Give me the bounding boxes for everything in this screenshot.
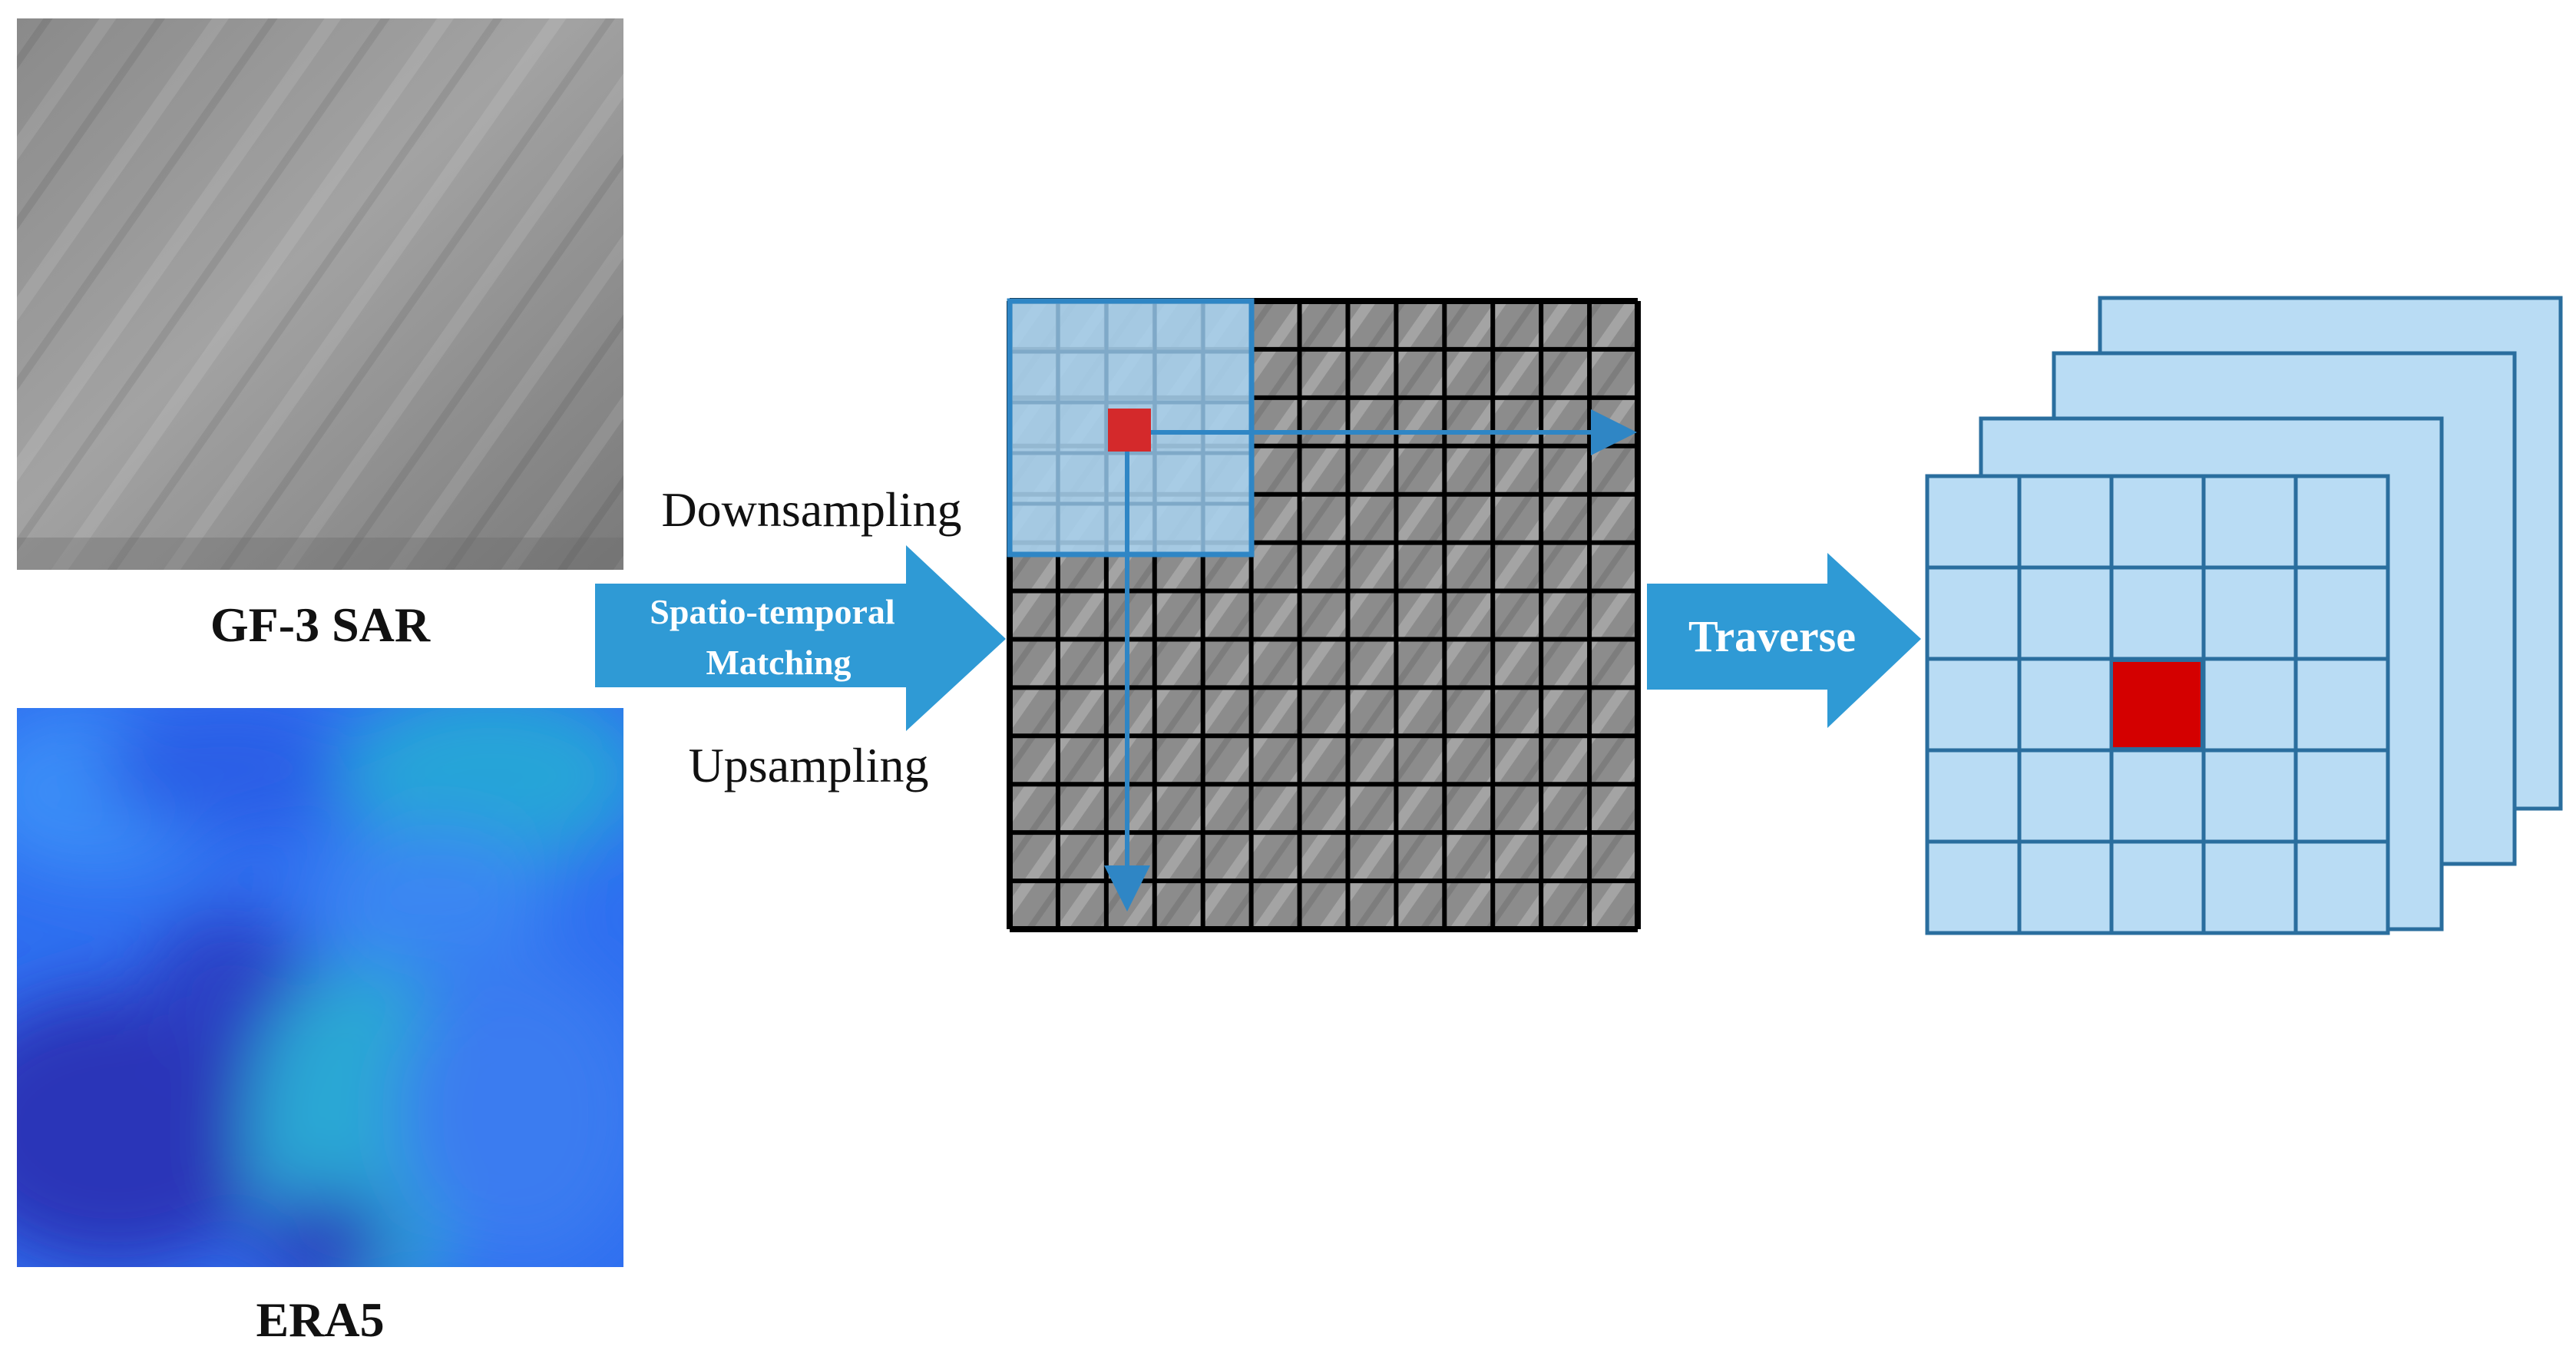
era5-image bbox=[17, 708, 623, 1267]
matched-grid bbox=[1007, 298, 1641, 932]
sliding-window-border bbox=[1007, 298, 1255, 558]
downsampling-label: Downsampling bbox=[661, 482, 961, 537]
patch-center-cell bbox=[2110, 659, 2204, 750]
matching-label-line1: Spatio-temporal bbox=[650, 592, 894, 631]
era5-caption: ERA5 bbox=[256, 1292, 384, 1347]
spatio-temporal-matching-arrow: Spatio-temporal Matching bbox=[595, 545, 1006, 731]
sar-image bbox=[17, 18, 623, 570]
window-grid-lines bbox=[1010, 301, 1252, 554]
sample-patch-stack bbox=[1925, 296, 2563, 935]
traverse-label: Traverse bbox=[1688, 611, 1856, 661]
sar-caption: GF-3 SAR bbox=[210, 597, 431, 652]
upsampling-label: Upsampling bbox=[689, 738, 929, 792]
matching-label-line2: Matching bbox=[706, 643, 851, 682]
target-cell bbox=[1108, 409, 1151, 452]
traverse-arrow: Traverse bbox=[1647, 553, 1921, 728]
